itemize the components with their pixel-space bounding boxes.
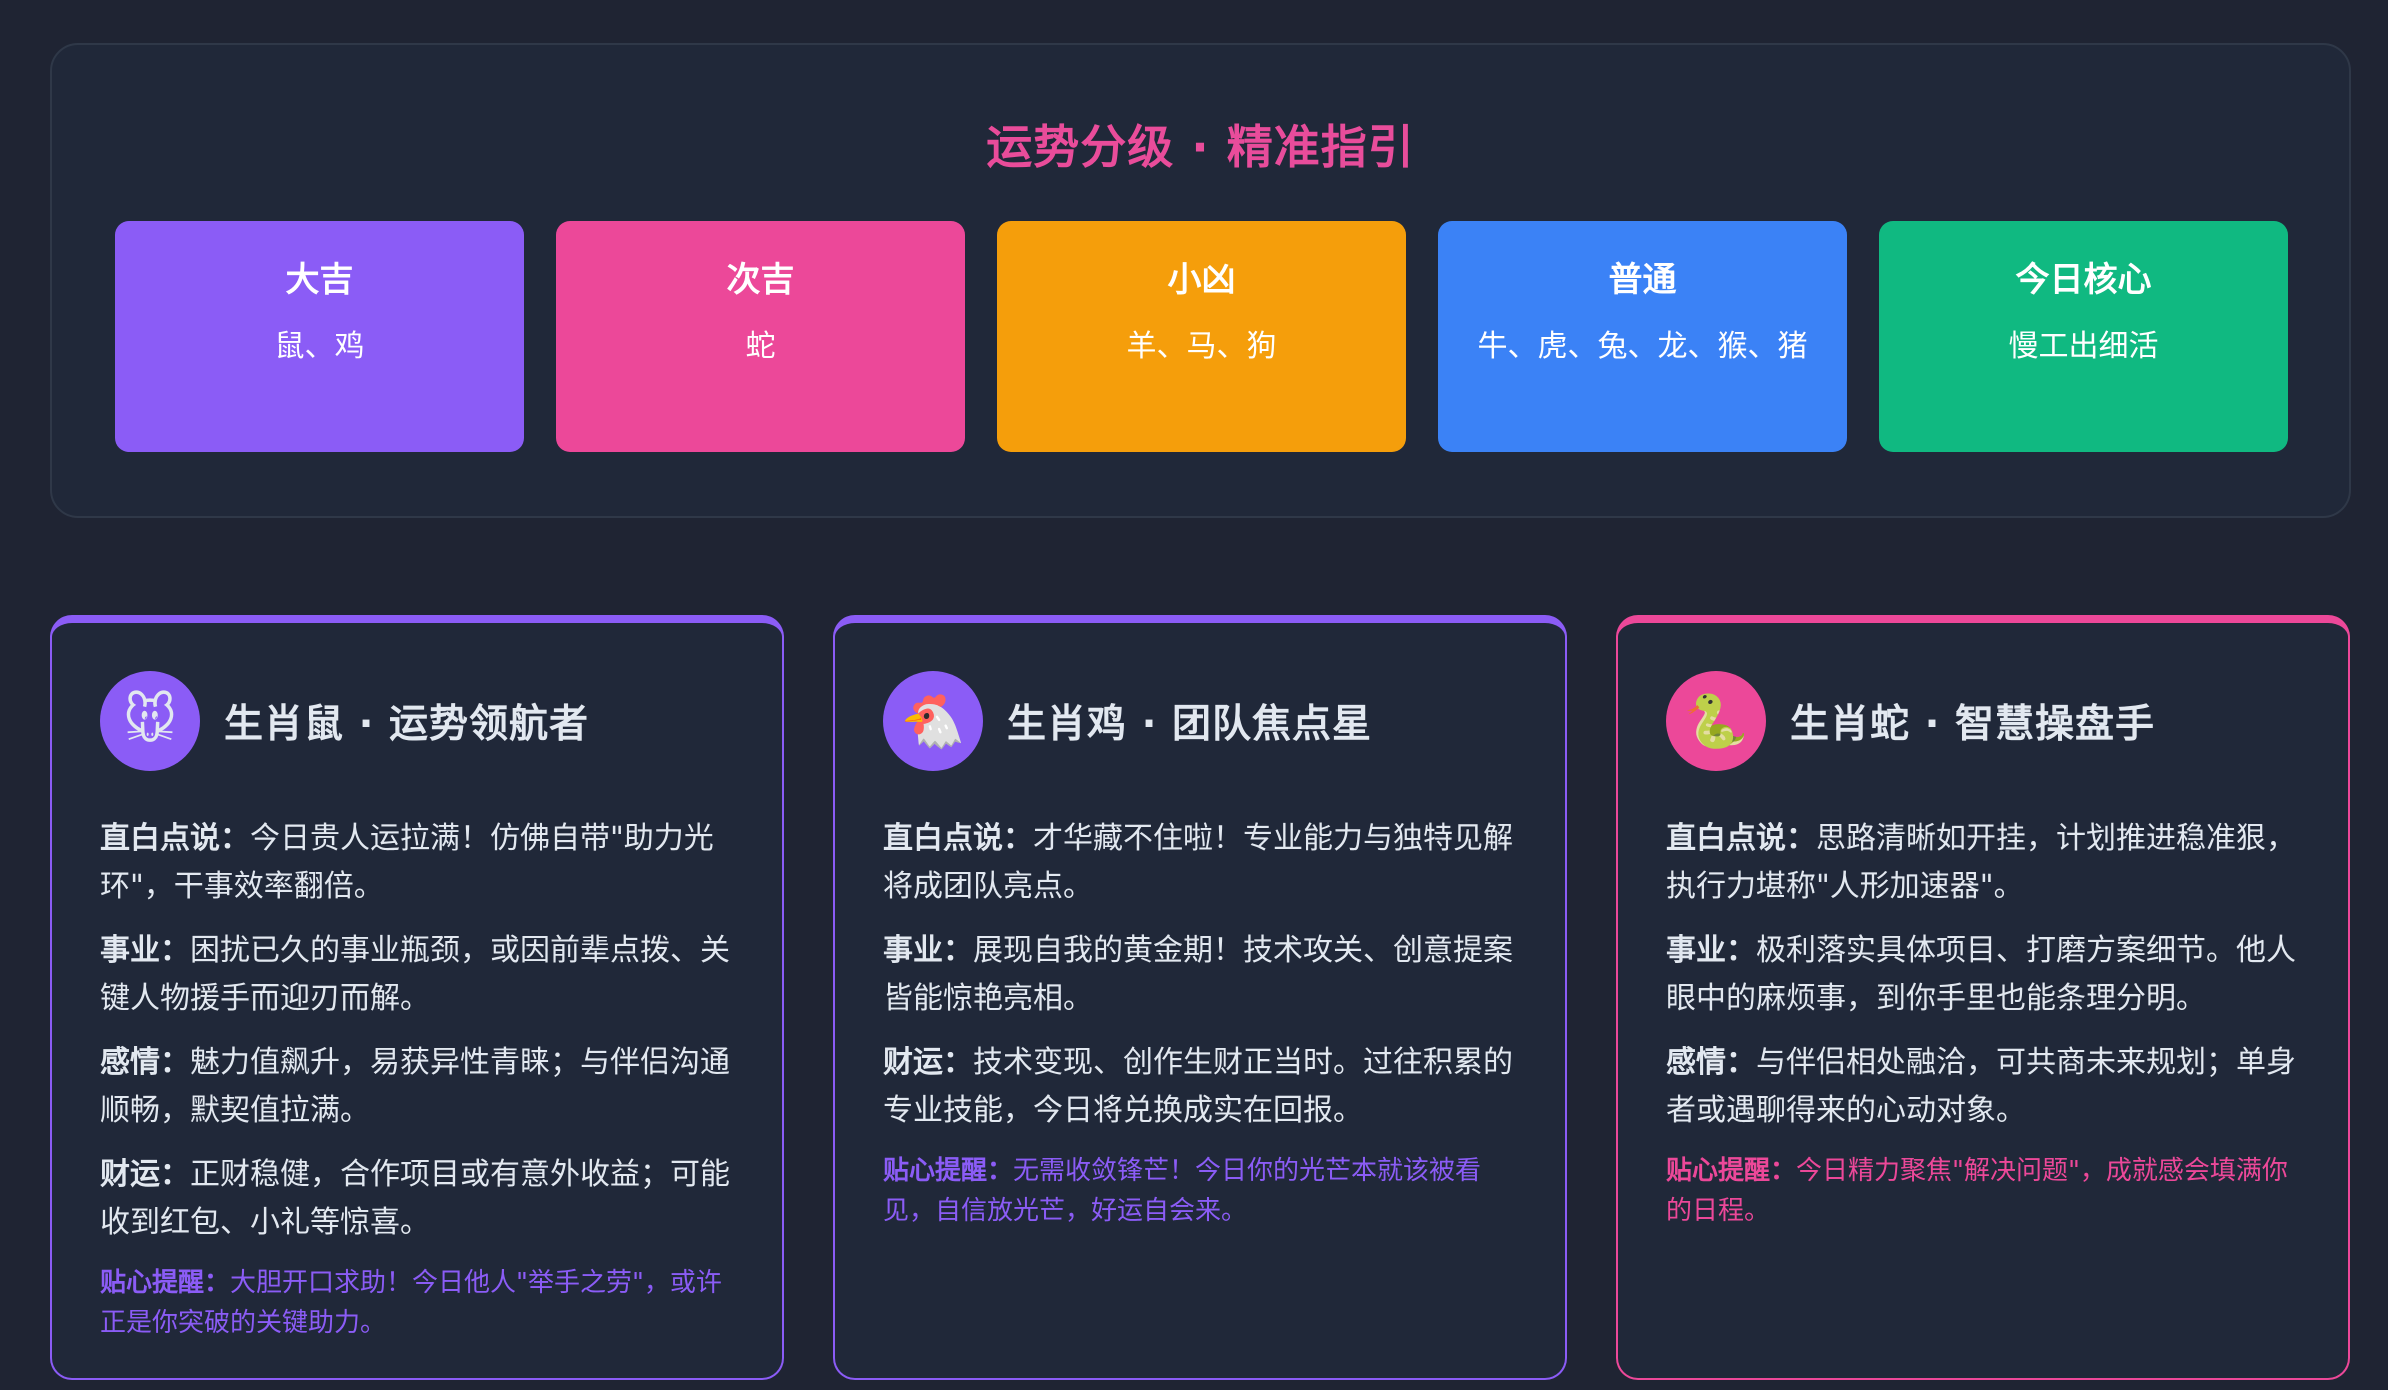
career-paragraph: 事业：展现自我的黄金期！技术攻关、创意提案皆能惊艳亮相。 (883, 927, 1517, 1023)
card-title: 生肖蛇 · 智慧操盘手 (1790, 702, 2155, 747)
zodiac-card-rat: 🐭 生肖鼠 · 运势领航者 直白点说：今日贵人运拉满！仿佛自带"助力光环"，干事… (50, 615, 784, 1380)
grade-tile-xiaoxiong: 小凶 羊、马、狗 (997, 221, 1406, 452)
snake-icon: 🐍 (1666, 671, 1766, 771)
summary-paragraph: 直白点说：今日贵人运拉满！仿佛自带"助力光环"，干事效率翻倍。 (100, 815, 734, 911)
wealth-paragraph: 财运：正财稳健，合作项目或有意外收益；可能收到红包、小礼等惊喜。 (100, 1151, 734, 1247)
grade-members: 慢工出细活 (2008, 329, 2159, 364)
zodiac-cards: 🐭 生肖鼠 · 运势领航者 直白点说：今日贵人运拉满！仿佛自带"助力光环"，干事… (50, 615, 2350, 1380)
tip-paragraph: 贴心提醒：今日精力聚焦"解决问题"，成就感会填满你的日程。 (1666, 1151, 2300, 1231)
wealth-key: 财运： (883, 1045, 973, 1080)
tip-text: 无需收敛锋芒！今日你的光芒本就该被看见，自信放光芒，好运自会来。 (883, 1156, 1482, 1226)
grade-tile-putong: 普通 牛、虎、兔、龙、猴、猪 (1438, 221, 1847, 452)
zodiac-card-rooster: 🐔 生肖鸡 · 团队焦点星 直白点说：才华藏不住啦！专业能力与独特见解将成团队亮… (833, 615, 1567, 1380)
grade-tile-ciji: 次吉 蛇 (556, 221, 965, 452)
card-header: 🐍 生肖蛇 · 智慧操盘手 (1666, 671, 2300, 771)
grade-label: 次吉 (726, 260, 795, 300)
wealth-key: 财运： (100, 1157, 190, 1192)
summary-key: 直白点说： (883, 821, 1033, 856)
tip-key: 贴心提醒： (1666, 1156, 1797, 1186)
rat-icon: 🐭 (100, 671, 200, 771)
grade-members: 蛇 (745, 329, 776, 364)
card-title: 生肖鸡 · 团队焦点星 (1007, 702, 1372, 747)
grade-tile-daji: 大吉 鼠、鸡 (115, 221, 524, 452)
wealth-paragraph: 财运：技术变现、创作生财正当时。过往积累的专业技能，今日将兑换成实在回报。 (883, 1039, 1517, 1135)
grade-members: 鼠、鸡 (274, 329, 365, 364)
rooster-icon: 🐔 (883, 671, 983, 771)
summary-text: 才华藏不住啦！专业能力与独特见解将成团队亮点。 (883, 821, 1513, 904)
career-text: 极利落实具体项目、打磨方案细节。他人眼中的麻烦事，到你手里也能条理分明。 (1666, 933, 2296, 1016)
wealth-text: 技术变现、创作生财正当时。过往积累的专业技能，今日将兑换成实在回报。 (883, 1045, 1513, 1128)
career-key: 事业： (100, 933, 190, 968)
love-text: 魅力值飙升，易获异性青睐；与伴侣沟通顺畅，默契值拉满。 (100, 1045, 730, 1128)
card-title: 生肖鼠 · 运势领航者 (224, 702, 589, 747)
career-paragraph: 事业：困扰已久的事业瓶颈，或因前辈点拨、关键人物援手而迎刃而解。 (100, 927, 734, 1023)
fortune-grade-panel: 运势分级 · 精准指引 大吉 鼠、鸡 次吉 蛇 小凶 羊、马、狗 普通 牛、虎、… (50, 43, 2351, 518)
summary-paragraph: 直白点说：思路清晰如开挂，计划推进稳准狠，执行力堪称"人形加速器"。 (1666, 815, 2300, 911)
love-paragraph: 感情：与伴侣相处融洽，可共商未来规划；单身者或遇聊得来的心动对象。 (1666, 1039, 2300, 1135)
tip-text: 大胆开口求助！今日他人"举手之劳"，或许正是你突破的关键助力。 (100, 1268, 722, 1338)
summary-paragraph: 直白点说：才华藏不住啦！专业能力与独特见解将成团队亮点。 (883, 815, 1517, 911)
grade-label: 今日核心 (2015, 260, 2152, 300)
summary-text: 思路清晰如开挂，计划推进稳准狠，执行力堪称"人形加速器"。 (1666, 821, 2296, 904)
career-text: 展现自我的黄金期！技术攻关、创意提案皆能惊艳亮相。 (883, 933, 1513, 1016)
tip-text: 今日精力聚焦"解决问题"，成就感会填满你的日程。 (1666, 1156, 2288, 1226)
grade-tiles: 大吉 鼠、鸡 次吉 蛇 小凶 羊、马、狗 普通 牛、虎、兔、龙、猴、猪 今日核心… (115, 221, 2288, 452)
love-key: 感情： (100, 1045, 190, 1080)
wealth-text: 正财稳健，合作项目或有意外收益；可能收到红包、小礼等惊喜。 (100, 1157, 730, 1240)
grade-members: 羊、马、狗 (1126, 329, 1277, 364)
love-paragraph: 感情：魅力值飙升，易获异性青睐；与伴侣沟通顺畅，默契值拉满。 (100, 1039, 734, 1135)
tip-paragraph: 贴心提醒：无需收敛锋芒！今日你的光芒本就该被看见，自信放光芒，好运自会来。 (883, 1151, 1517, 1231)
grade-section-title: 运势分级 · 精准指引 (52, 119, 2349, 175)
summary-key: 直白点说： (1666, 821, 1816, 856)
zodiac-card-snake: 🐍 生肖蛇 · 智慧操盘手 直白点说：思路清晰如开挂，计划推进稳准狠，执行力堪称… (1616, 615, 2350, 1380)
tip-key: 贴心提醒： (883, 1156, 1014, 1186)
career-text: 困扰已久的事业瓶颈，或因前辈点拨、关键人物援手而迎刃而解。 (100, 933, 730, 1016)
love-key: 感情： (1666, 1045, 1756, 1080)
grade-tile-core: 今日核心 慢工出细活 (1879, 221, 2288, 452)
card-header: 🐔 生肖鸡 · 团队焦点星 (883, 671, 1517, 771)
tip-key: 贴心提醒： (100, 1268, 231, 1298)
grade-members: 牛、虎、兔、龙、猴、猪 (1477, 329, 1808, 364)
love-text: 与伴侣相处融洽，可共商未来规划；单身者或遇聊得来的心动对象。 (1666, 1045, 2296, 1128)
card-header: 🐭 生肖鼠 · 运势领航者 (100, 671, 734, 771)
grade-label: 普通 (1608, 260, 1677, 300)
career-paragraph: 事业：极利落实具体项目、打磨方案细节。他人眼中的麻烦事，到你手里也能条理分明。 (1666, 927, 2300, 1023)
career-key: 事业： (883, 933, 973, 968)
grade-label: 大吉 (285, 260, 354, 300)
summary-key: 直白点说： (100, 821, 250, 856)
grade-label: 小凶 (1167, 260, 1236, 300)
summary-text: 今日贵人运拉满！仿佛自带"助力光环"，干事效率翻倍。 (100, 821, 714, 904)
career-key: 事业： (1666, 933, 1756, 968)
tip-paragraph: 贴心提醒：大胆开口求助！今日他人"举手之劳"，或许正是你突破的关键助力。 (100, 1263, 734, 1343)
